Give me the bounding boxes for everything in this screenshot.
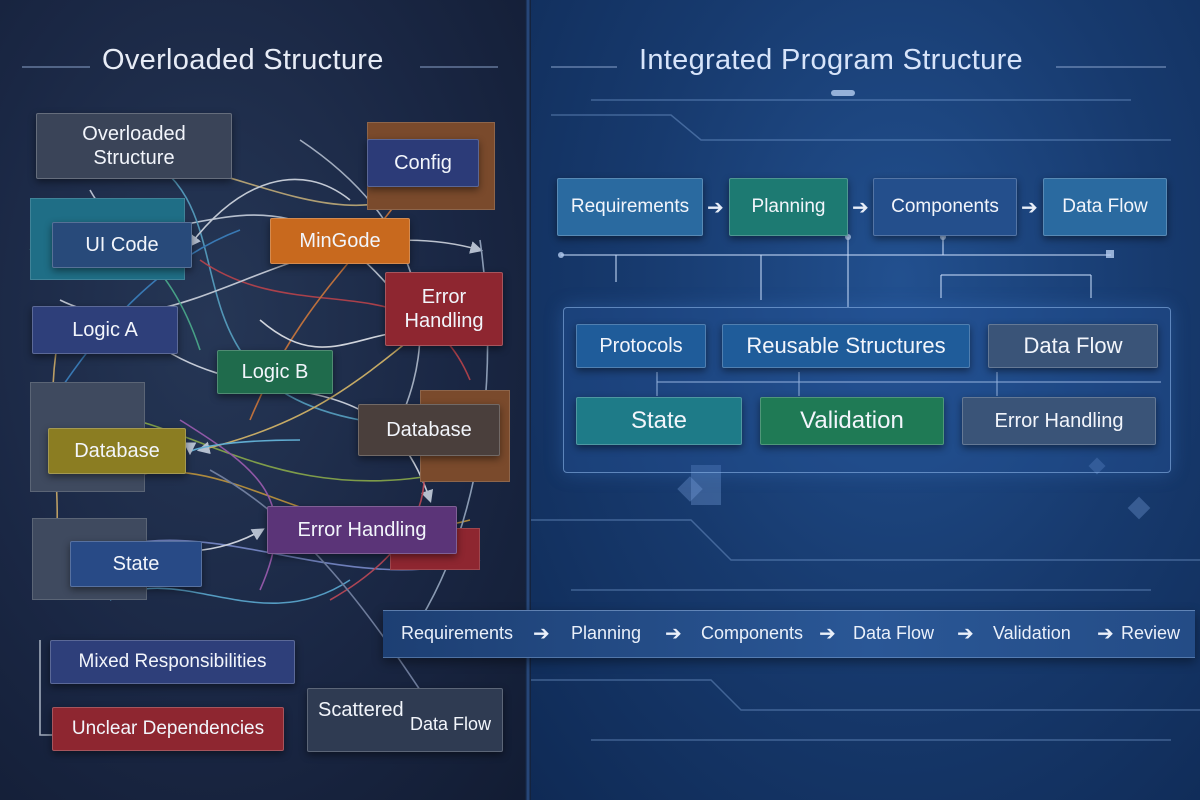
scattered-label: Scattered: [318, 699, 404, 721]
box-state: State: [70, 541, 202, 587]
pipeline-planning: Planning: [729, 178, 848, 236]
chevron-right-icon: ➔: [1021, 197, 1038, 219]
arrow-right-icon: ➔: [819, 623, 836, 645]
flow-strip: Requirements ➔ Planning ➔ Components ➔ D…: [383, 610, 1195, 658]
arrow-right-icon: ➔: [957, 623, 974, 645]
title-rule-right-a: [551, 66, 617, 68]
title-rule-right-b: [1056, 66, 1166, 68]
module-state: State: [576, 397, 742, 445]
box-unclear-dependencies: Unclear Dependencies: [52, 707, 284, 751]
box-error-handling-top: Error Handling: [385, 272, 503, 346]
box-logic-a: Logic A: [32, 306, 178, 354]
strip-validation: Validation: [993, 623, 1071, 643]
module-error-handling: Error Handling: [962, 397, 1156, 445]
circuit-lines: [531, 90, 1200, 741]
strip-components: Components: [701, 623, 804, 643]
box-database-left: Database: [48, 428, 186, 474]
box-error-handling-bottom: Error Handling: [267, 506, 457, 554]
box-mixed-responsibilities: Mixed Responsibilities: [50, 640, 295, 684]
box-database-right: Database: [358, 404, 500, 456]
chevron-right-icon: ➔: [852, 197, 869, 219]
right-panel-title: Integrated Program Structure: [639, 44, 1023, 76]
box-ui-code: UI Code: [52, 222, 192, 268]
box-scattered-data-flow: Scattered Data Flow: [307, 688, 503, 752]
box-min-code: MinGode: [270, 218, 410, 264]
arrow-right-icon: ➔: [665, 623, 682, 645]
strip-data-flow: Data Flow: [853, 623, 935, 643]
box-overloaded-structure: Overloaded Structure: [36, 113, 232, 179]
left-panel-title: Overloaded Structure: [102, 44, 384, 76]
left-panel: Overloaded Structure: [0, 0, 525, 800]
pipeline-components: Components: [873, 178, 1017, 236]
box-logic-b: Logic B: [217, 350, 333, 394]
data-flow-label: Data Flow: [410, 714, 492, 734]
module-data-flow: Data Flow: [988, 324, 1158, 368]
arrow-right-icon: ➔: [533, 623, 550, 645]
chevron-right-icon: ➔: [707, 197, 724, 219]
box-config: Config: [367, 139, 479, 187]
pipeline-data-flow: Data Flow: [1043, 178, 1167, 236]
strip-requirements: Requirements: [401, 623, 514, 643]
arrow-right-icon: ➔: [1097, 623, 1114, 645]
module-validation: Validation: [760, 397, 944, 445]
module-protocols: Protocols: [576, 324, 706, 368]
title-rule-left-b: [420, 66, 498, 68]
strip-planning: Planning: [571, 623, 642, 643]
panel-divider: [525, 0, 531, 800]
title-rule-left-a: [22, 66, 90, 68]
pipeline-requirements: Requirements: [557, 178, 703, 236]
strip-review: Review: [1121, 623, 1181, 643]
module-reusable-structures: Reusable Structures: [722, 324, 970, 368]
